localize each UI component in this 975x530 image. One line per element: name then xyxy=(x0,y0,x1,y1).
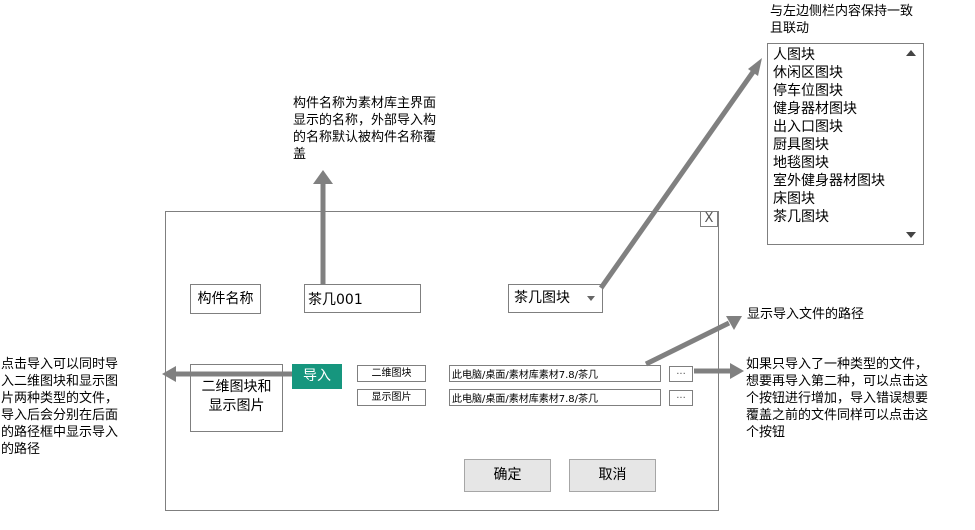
list-item[interactable]: 茶几图块 xyxy=(773,209,829,225)
cancel-button[interactable]: 取消 xyxy=(569,459,656,492)
note-component-name: 构件名称为素材库主界面 显示的名称，外部导入构 的名称默认被构件名称覆 盖 xyxy=(293,96,437,162)
note-browse-right: 如果只导入了一种类型的文件， 想要再导入第二种，可以点击这 个按钮进行增加，导入… xyxy=(746,357,929,440)
list-item[interactable]: 人图块 xyxy=(773,47,815,63)
block-browse-button[interactable]: ... xyxy=(669,366,693,382)
category-selected: 茶几图块 xyxy=(514,290,570,306)
note-import-left: 点击导入可以同时导 入二维图块和显示图 片两种类型的文件， 导入后会分别在后面 … xyxy=(1,357,119,457)
ok-button[interactable]: 确定 xyxy=(464,459,551,492)
image-type-label: 显示图片 xyxy=(357,389,426,406)
list-item[interactable]: 地毯图块 xyxy=(773,155,829,171)
component-name-input[interactable] xyxy=(304,284,421,313)
block-path-field[interactable] xyxy=(449,365,661,382)
arrow-path-note xyxy=(644,320,731,367)
import-button[interactable]: 导入 xyxy=(292,364,342,389)
arrow-head xyxy=(726,316,742,330)
list-item[interactable]: 室外健身器材图块 xyxy=(773,173,885,189)
category-listbox[interactable]: 人图块 休闲区图块 停车位图块 健身器材图块 出入口图块 厨具图块 地毯图块 室… xyxy=(767,43,924,245)
list-item[interactable]: 床图块 xyxy=(773,191,815,207)
list-item[interactable]: 厨具图块 xyxy=(773,137,829,153)
list-item[interactable]: 休闲区图块 xyxy=(773,65,843,81)
component-name-label: 构件名称 xyxy=(190,284,261,314)
category-dropdown[interactable]: 茶几图块 xyxy=(508,284,603,313)
note-import-path: 显示导入文件的路径 xyxy=(747,307,865,322)
image-path-field[interactable] xyxy=(449,389,661,406)
arrow-head xyxy=(748,58,762,76)
note-top-right: 与左边侧栏内容保持一致 且联动 xyxy=(770,4,914,36)
scroll-down-icon[interactable] xyxy=(906,232,916,238)
block-type-label: 二维图块 xyxy=(357,365,426,382)
list-item[interactable]: 停车位图块 xyxy=(773,83,843,99)
scroll-up-icon[interactable] xyxy=(906,50,916,56)
arrow-head xyxy=(313,170,333,184)
image-browse-button[interactable]: ... xyxy=(669,390,693,406)
arrow-head xyxy=(162,366,176,382)
arrow-dropdown-list xyxy=(598,70,756,290)
arrow-head xyxy=(730,363,744,379)
list-item[interactable]: 出入口图块 xyxy=(773,119,843,135)
chevron-down-icon xyxy=(587,296,595,301)
close-button[interactable]: X xyxy=(700,211,718,227)
list-item[interactable]: 健身器材图块 xyxy=(773,101,857,117)
